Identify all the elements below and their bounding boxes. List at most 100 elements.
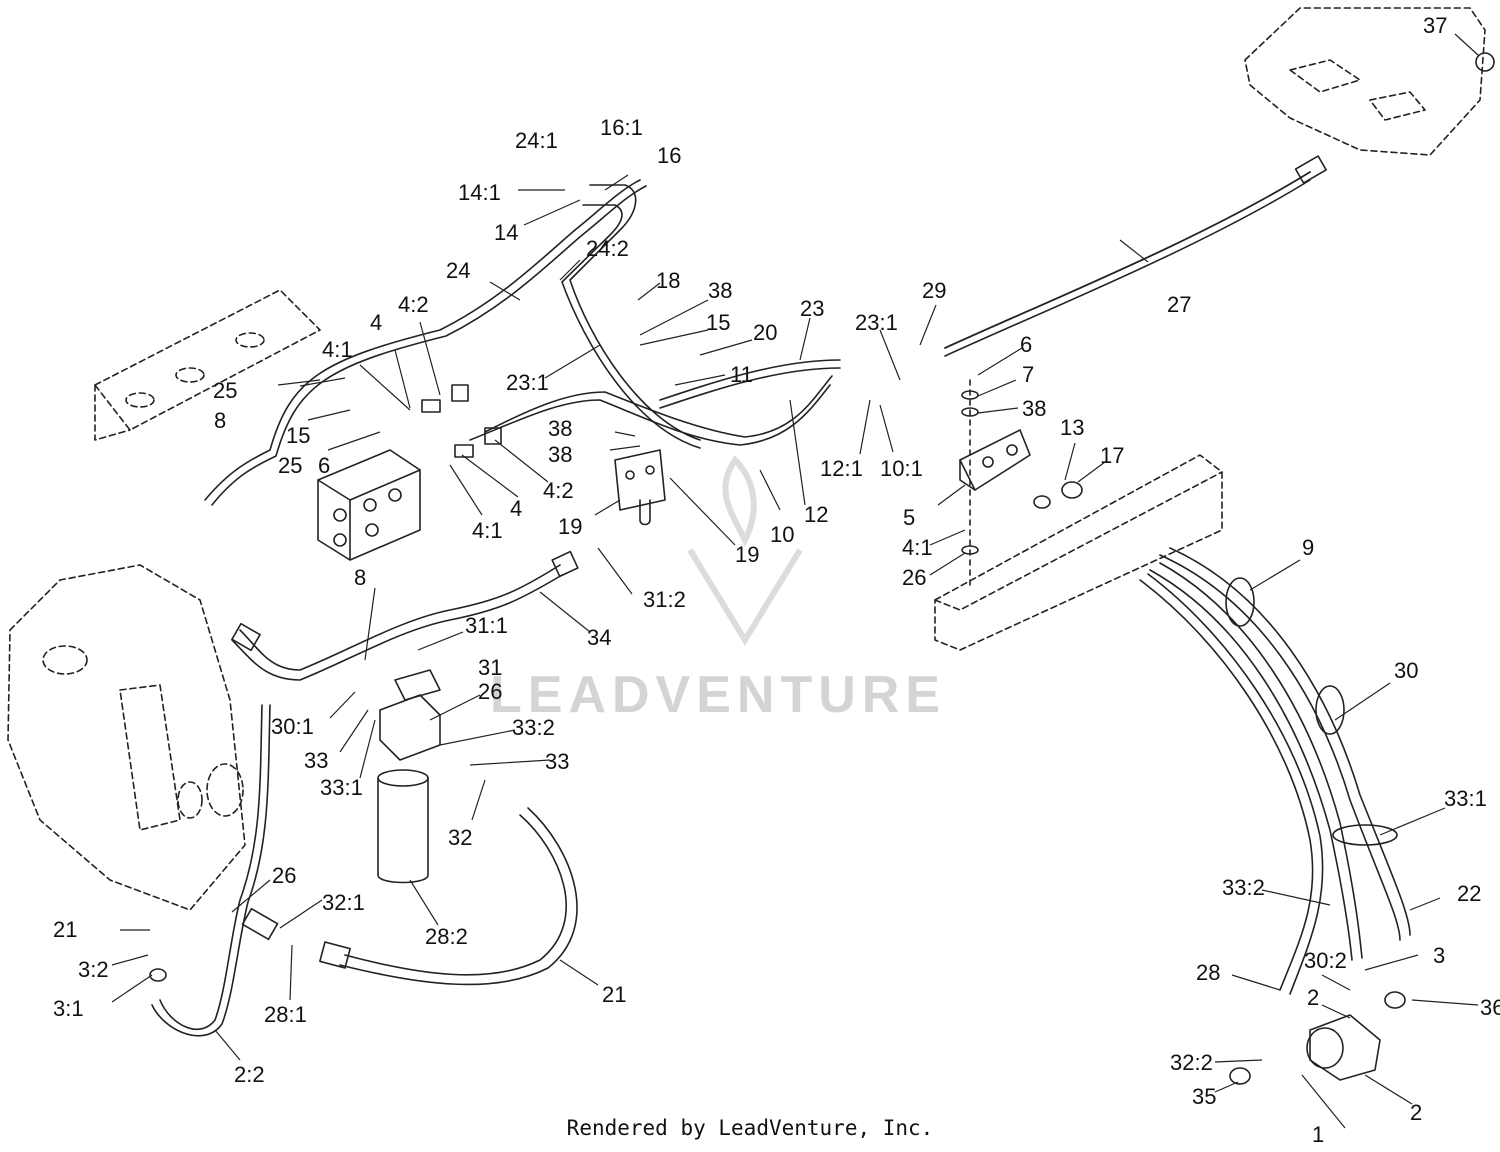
- hose-21: [1159, 554, 1401, 941]
- callout-label: 27: [1167, 292, 1191, 317]
- callout-label: 14: [494, 220, 518, 245]
- callout-label: 2: [1307, 985, 1319, 1010]
- callout-label: 12: [804, 502, 828, 527]
- callout-label: 24: [446, 258, 470, 283]
- nut-17: [1061, 481, 1083, 499]
- washer-8: [961, 407, 979, 417]
- callout-label: 30: [1394, 658, 1418, 683]
- callout-label: 2: [1410, 1100, 1422, 1125]
- frame-bracket-right: [1244, 7, 1486, 156]
- callout-label: 35: [1192, 1084, 1216, 1109]
- callout-label: 23:1: [506, 370, 549, 395]
- nut-37: [1475, 52, 1495, 72]
- callout-label: 3: [1433, 943, 1445, 968]
- filter-head-30: [379, 669, 441, 761]
- washer-8-lower: [961, 545, 979, 555]
- callout-label: 24:1: [515, 128, 558, 153]
- callout-label: 17: [1100, 443, 1124, 468]
- callout-label: 10:1: [880, 456, 923, 481]
- callout-label: 32:2: [1170, 1050, 1213, 1075]
- tube-24: [204, 179, 641, 501]
- callout-label: 33: [304, 748, 328, 773]
- callout-label: 18: [656, 268, 680, 293]
- callout-label: 28:1: [264, 1002, 307, 1027]
- callout-label: 4: [510, 496, 522, 521]
- callout-label: 38: [548, 442, 572, 467]
- callout-label: 8: [214, 408, 226, 433]
- callout-label: 26: [902, 565, 926, 590]
- callout-label: 12:1: [820, 456, 863, 481]
- watermark-logo: [687, 455, 803, 646]
- filter-element-30-2: [377, 769, 429, 884]
- hose-36: [344, 814, 567, 976]
- callout-label: 21: [53, 917, 77, 942]
- callout-label: 22: [1457, 881, 1481, 906]
- valve-block: [317, 449, 421, 561]
- fuel-tank: [7, 564, 246, 911]
- callout-label: 11: [730, 362, 753, 387]
- callout-label: 33:1: [1444, 786, 1487, 811]
- render-credit: Rendered by LeadVenture, Inc.: [566, 1116, 934, 1140]
- callout-label: 6: [1020, 332, 1032, 357]
- callout-label: 23: [800, 296, 824, 321]
- callout-label: 1: [1312, 1122, 1324, 1147]
- callout-label: 33:2: [512, 715, 555, 740]
- callout-label: 34: [587, 625, 611, 650]
- clamp-26-b: [1315, 685, 1345, 735]
- callout-label: 20: [753, 320, 777, 345]
- watermark-text: LEADVENTURE: [490, 666, 946, 724]
- callout-label: 5: [903, 505, 915, 530]
- callout-label: 25: [278, 453, 302, 478]
- fitting-4: [421, 399, 441, 413]
- callout-label: 23:1: [855, 310, 898, 335]
- callout-label: 37: [1423, 13, 1447, 38]
- hose-27: [944, 171, 1311, 349]
- callout-label: 4:1: [322, 337, 353, 362]
- tube-12: [484, 375, 833, 438]
- callout-label: 28:2: [425, 924, 468, 949]
- callout-label: 4:2: [398, 292, 429, 317]
- callout-label: 4:1: [472, 518, 503, 543]
- hose-22: [1149, 569, 1353, 961]
- tube-16: [569, 184, 701, 441]
- tube-31: [239, 564, 561, 671]
- callout-label: 31: [478, 655, 502, 680]
- clamp-26-a: [1225, 577, 1255, 627]
- callout-label: 30:2: [1304, 948, 1347, 973]
- callout-label: 15: [286, 423, 310, 448]
- callout-label: 26: [478, 679, 502, 704]
- callout-label: 9: [1302, 535, 1314, 560]
- frame-rail-right: [934, 454, 1223, 651]
- callout-label: 4: [370, 310, 382, 335]
- clamp-26-c: [1332, 824, 1398, 846]
- callout-label: 31:2: [643, 587, 686, 612]
- callout-label: 36: [1480, 995, 1500, 1020]
- callout-label: 30:1: [271, 714, 314, 739]
- fitting-4-lower: [454, 444, 474, 458]
- callout-label: 19: [735, 542, 759, 567]
- callout-label: 16:1: [600, 115, 643, 140]
- hose-35: [159, 704, 263, 1031]
- callout-label: 25: [213, 378, 237, 403]
- fitting-2-a: [1384, 991, 1406, 1009]
- callout-label: 7: [1022, 362, 1034, 387]
- callout-label: 38: [708, 278, 732, 303]
- callout-label: 19: [558, 514, 582, 539]
- tube-23: [659, 359, 841, 401]
- callout-label: 24:2: [586, 236, 629, 261]
- frame-rail-left: [94, 289, 321, 441]
- callout-label: 31:1: [465, 613, 508, 638]
- fitting-2-b: [1229, 1067, 1251, 1085]
- callout-label: 16: [657, 143, 681, 168]
- callout-label: 38: [548, 416, 572, 441]
- mount-plate: [614, 449, 666, 526]
- callout-label: 14:1: [458, 180, 501, 205]
- motor-1: [1306, 1014, 1381, 1081]
- callout-label: 6: [318, 453, 330, 478]
- callout-label: 13: [1060, 415, 1084, 440]
- fitting-28: [149, 968, 167, 982]
- callout-label: 33: [545, 749, 569, 774]
- callout-label: 38: [1022, 396, 1046, 421]
